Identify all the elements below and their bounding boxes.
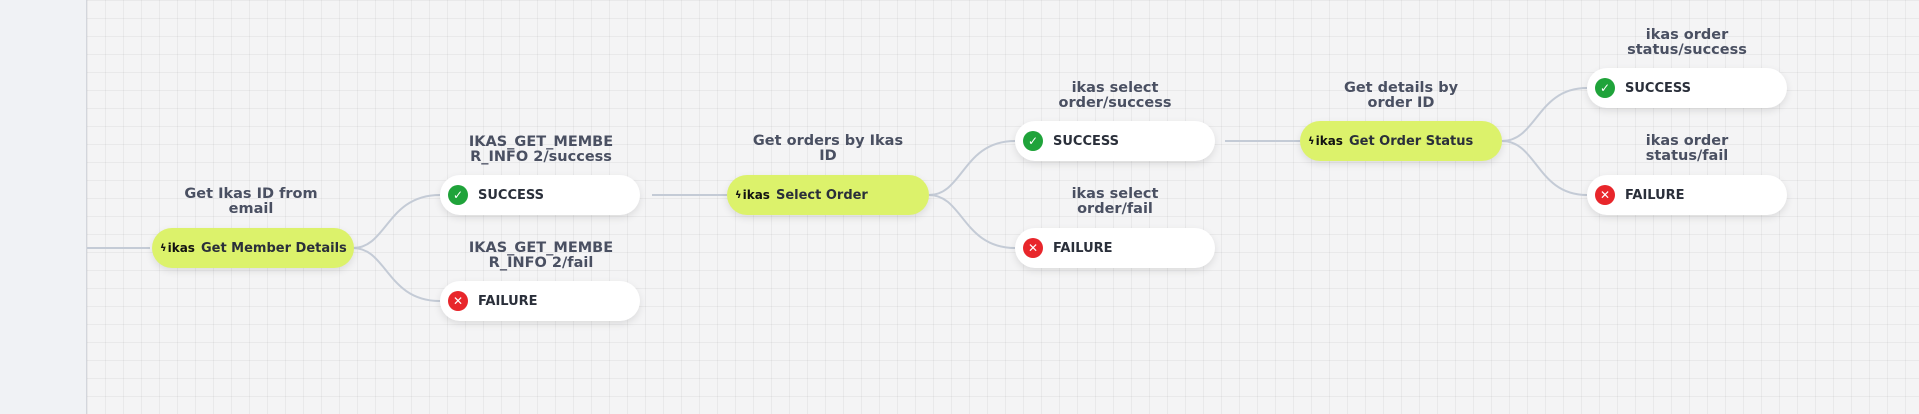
success-check-icon: ✓ — [1595, 78, 1615, 98]
edge-status-success — [1501, 87, 1588, 142]
left-panel — [0, 0, 87, 414]
edge-select-failure — [928, 194, 1016, 249]
member-success-caption: IKAS_GET_MEMBE R_INFO 2/success — [468, 134, 614, 165]
node-label: SUCCESS — [1053, 133, 1120, 149]
status-success-caption: ikas order status/success — [1627, 27, 1747, 58]
member-failure-node[interactable]: ✕ FAILURE — [440, 281, 640, 321]
get-order-status-caption: Get details by order ID — [1343, 80, 1459, 111]
status-failure-node[interactable]: ✕ FAILURE — [1587, 175, 1787, 215]
node-label: FAILURE — [1053, 240, 1113, 256]
member-success-node[interactable]: ✓ SUCCESS — [440, 175, 640, 215]
select-success-caption: ikas select order/success — [1058, 80, 1172, 111]
select-failure-node[interactable]: ✕ FAILURE — [1015, 228, 1215, 268]
select-order-caption: Get orders by Ikas ID — [752, 133, 904, 164]
node-label: Get Member Details — [200, 240, 347, 256]
select-failure-caption: ikas select order/fail — [1071, 186, 1159, 217]
failure-x-icon: ✕ — [448, 291, 468, 311]
node-label: SUCCESS — [478, 187, 545, 203]
select-success-node[interactable]: ✓ SUCCESS — [1015, 121, 1215, 161]
edge-select-success — [928, 140, 1016, 196]
success-check-icon: ✓ — [1023, 131, 1043, 151]
edge-status-failure — [1501, 140, 1588, 196]
flow-edges — [87, 87, 1588, 302]
status-success-node[interactable]: ✓ SUCCESS — [1587, 68, 1787, 108]
failure-x-icon: ✕ — [1595, 185, 1615, 205]
edge-member-success — [352, 194, 441, 249]
failure-x-icon: ✕ — [1023, 238, 1043, 258]
edge-member-failure — [352, 247, 441, 302]
success-check-icon: ✓ — [448, 185, 468, 205]
node-label: SUCCESS — [1625, 80, 1692, 96]
node-label: Select Order — [775, 187, 868, 203]
status-failure-caption: ikas order status/fail — [1645, 133, 1729, 164]
get-member-details-caption: Get Ikas ID from email — [184, 186, 318, 217]
member-failure-caption: IKAS_GET_MEMBE R_INFO 2/fail — [468, 240, 614, 271]
node-label: FAILURE — [478, 293, 538, 309]
node-label: Get Order Status — [1348, 133, 1474, 149]
node-label: FAILURE — [1625, 187, 1685, 203]
